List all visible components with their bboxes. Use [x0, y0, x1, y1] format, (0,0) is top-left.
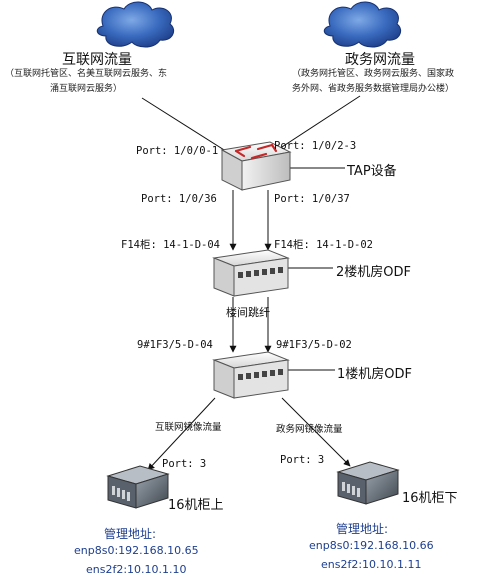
- server-right-icon: [336, 461, 400, 505]
- odf1-port-left: 9#1F3/5-D-04: [137, 339, 213, 351]
- server-left-addr2: ens2f2:10.10.1.10: [86, 563, 187, 576]
- internet-desc-line2: 涌互联网云服务）: [50, 84, 123, 94]
- gov-title: 政务网流量: [345, 52, 415, 68]
- internet-mirror-label: 互联网镜像流量: [155, 422, 222, 433]
- odf1-label: 1楼机房ODF: [337, 367, 412, 382]
- internet-title: 互联网流量: [62, 52, 132, 68]
- tap-port-out-right: Port: 1/0/37: [274, 193, 350, 205]
- server-left-port: Port: 3: [162, 458, 207, 470]
- odf-1f-icon: [212, 351, 290, 399]
- internet-desc-line1: （互联网托管区、名美互联网云服务、东: [5, 69, 168, 79]
- server-left-icon: [106, 465, 170, 509]
- odf2-port-right: F14柜: 14-1-D-02: [274, 239, 374, 251]
- tap-port-in-right: Port: 1/0/2-3: [274, 140, 357, 152]
- odf2-label: 2楼机房ODF: [336, 265, 411, 280]
- gov-desc-line2: 务外网、省政务服务数据管理局办公楼）: [292, 84, 455, 94]
- tap-label: TAP设备: [347, 164, 397, 179]
- server-left-label: 16机柜上: [168, 498, 224, 513]
- server-right-addr2: ens2f2:10.10.1.11: [321, 558, 422, 571]
- gov-mirror-label: 政务网镜像流量: [276, 424, 343, 435]
- odf2-port-left: F14柜: 14-1-D-04: [121, 239, 221, 251]
- server-right-mgmt-title: 管理地址:: [336, 522, 389, 536]
- server-left-mgmt-title: 管理地址:: [104, 527, 157, 541]
- tap-port-out-left: Port: 1/0/36: [141, 193, 217, 205]
- odf1-port-right: 9#1F3/5-D-02: [276, 339, 352, 351]
- jumper-label: 楼间跳纤: [226, 306, 270, 319]
- server-right-label: 16机柜下: [402, 491, 458, 506]
- gov-desc-line1: （政务网托管区、政务网云服务、国家政: [292, 69, 455, 79]
- tap-device-icon: [220, 141, 292, 191]
- server-right-addr1: enp8s0:192.168.10.66: [309, 539, 434, 552]
- tap-port-in-left: Port: 1/0/0-1: [136, 145, 219, 157]
- server-right-port: Port: 3: [280, 454, 325, 466]
- gov-cloud-icon: [323, 1, 402, 48]
- odf-2f-icon: [212, 249, 290, 297]
- internet-cloud-icon: [96, 1, 175, 48]
- server-left-addr1: enp8s0:192.168.10.65: [74, 544, 199, 557]
